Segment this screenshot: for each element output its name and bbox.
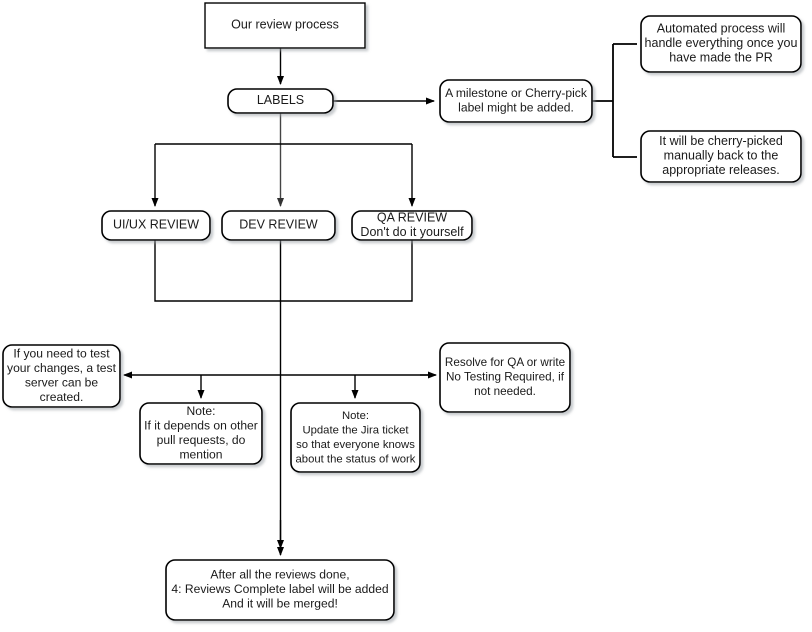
note-jira-ticket-box-label: Note: Update the Jira ticket so that every… [296, 410, 416, 466]
test-server-note-box-line-1: your changes, a test [7, 361, 117, 375]
resolve-for-qa-box-line-2: not needed. [474, 385, 536, 398]
resolve-for-qa-box-line-1: No Testing Required, if [446, 371, 565, 384]
labels-box-label: LABELS [257, 93, 304, 107]
reviews-complete-box-line-2: And it will be merged! [222, 597, 338, 611]
resolve-for-qa-box-label: Resolve for QA or write No Testing Requir… [445, 356, 565, 398]
test-server-note-box-line-2: server can be [25, 375, 99, 389]
test-server-note-box-line-0: If you need to test [13, 346, 110, 360]
our-review-process-box-shape [204, 2, 366, 49]
ui-ux-review-box-line-0: UI/UX REVIEW [113, 218, 199, 232]
reviews-complete-box-line-0: After all the reviews done, [210, 568, 349, 582]
our-review-process-box[interactable]: Our review process [204, 2, 366, 49]
reviews-complete-box[interactable]: After all the reviews done,4: Reviews Co… [165, 559, 395, 621]
note-pull-requests-box-line-1: If it depends on other [144, 418, 258, 432]
milestone-cherry-pick-box-shape [439, 79, 593, 123]
ui-ux-review-box[interactable]: UI/UX REVIEW [101, 210, 211, 241]
note-pull-requests-box-line-0: Note: [187, 404, 216, 418]
edges-layer [123, 43, 637, 556]
note-jira-ticket-box-line-0: Note: [342, 410, 369, 422]
labels-box-shape [227, 88, 334, 114]
our-review-process-box-label: Our review process [231, 18, 339, 32]
cherry-picked-manually-box-line-2: appropriate releases. [662, 163, 779, 177]
dev-review-box-label: DEV REVIEW [239, 218, 318, 232]
reviews-complete-box-shape [165, 559, 395, 621]
qa-review-box-shape [351, 210, 473, 241]
note-jira-ticket-box-shape [290, 402, 421, 473]
resolve-for-qa-box-line-0: Resolve for QA or write [445, 356, 565, 369]
edge-uiux-merge [154, 240, 413, 302]
milestone-cherry-pick-box-line-1: label might be added. [458, 100, 574, 114]
ui-ux-review-box-shape [101, 210, 211, 241]
automated-process-box-line-0: Automated process will [657, 22, 786, 36]
test-server-note-box-line-3: created. [40, 390, 84, 404]
note-pull-requests-box-line-3: mention [179, 447, 222, 461]
qa-review-box-line-1: Don't do it yourself [360, 225, 464, 239]
note-jira-ticket-box-line-3: about the status of work [296, 453, 416, 465]
dev-review-box[interactable]: DEV REVIEW [221, 210, 336, 241]
note-jira-ticket-box-line-2: so that everyone knows [296, 439, 415, 451]
test-server-note-box-shape [2, 344, 121, 408]
reviews-complete-box-label: After all the reviews done,4: Reviews Co… [171, 568, 388, 611]
note-pull-requests-box-line-2: pull requests, do [157, 433, 246, 447]
resolve-for-qa-box-shape [439, 342, 571, 413]
note-jira-ticket-box[interactable]: Note: Update the Jira ticket so that every… [290, 402, 421, 473]
cherry-picked-manually-box-shape [640, 130, 802, 183]
note-jira-ticket-box-line-1: Update the Jira ticket [302, 424, 409, 436]
cherry-picked-manually-box-line-0: It will be cherry-picked [659, 134, 783, 148]
milestone-cherry-pick-box-line-0: A milestone or Cherry-pick [445, 86, 588, 100]
cherry-picked-manually-box-line-1: manually back to the [664, 149, 779, 163]
automated-process-box-line-2: have made the PR [669, 51, 773, 65]
qa-review-box-line-0: QA REVIEW [377, 211, 447, 225]
resolve-for-qa-box[interactable]: Resolve for QA or write No Testing Requir… [439, 342, 571, 413]
reviews-complete-box-line-1: 4: Reviews Complete label will be added [171, 582, 388, 596]
automated-process-box-shape [640, 15, 802, 73]
labels-box[interactable]: LABELS [227, 88, 334, 114]
ui-ux-review-box-label: UI/UX REVIEW [113, 218, 199, 232]
labels-box-line-0: LABELS [257, 93, 304, 107]
our-review-process-box-line-0: Our review process [231, 18, 339, 32]
dev-review-box-shape [221, 210, 336, 241]
note-pull-requests-box-shape [139, 402, 263, 465]
automated-process-box-line-1: handle everything once you [645, 36, 798, 50]
dev-review-box-line-0: DEV REVIEW [239, 218, 318, 232]
